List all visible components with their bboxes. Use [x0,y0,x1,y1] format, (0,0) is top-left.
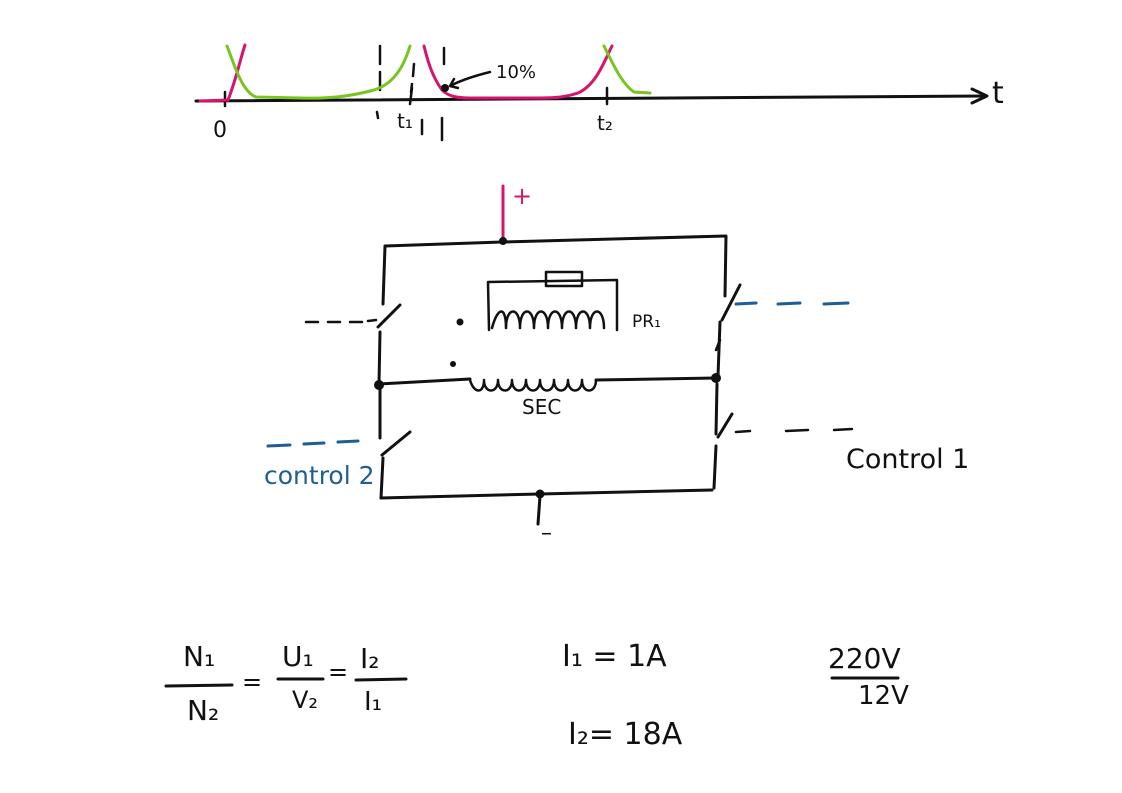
tick-label-t1: t₁ [397,109,413,133]
annotation-point [441,84,449,92]
left-lower-switch[interactable] [380,430,412,457]
positive-label: + [512,182,532,210]
negative-lead [536,494,542,526]
n2-denominator: N₂ [187,694,219,727]
time-axis-label: t [992,76,1004,111]
i1-value: I₁ = 1A [562,639,667,674]
primary-resistor [544,270,584,288]
secondary-dot [450,361,456,367]
right-rail-lower [714,382,719,436]
annotation-arrowhead [448,77,460,90]
right-rail-mark [714,338,722,352]
control-2-label: control 2 [264,461,375,490]
voltage-numerator: 220V [828,642,901,675]
primary-label: PR₁ [632,312,661,332]
time-axis [194,94,987,103]
i2-value: I₂= 18A [568,717,683,752]
right-upper-switch[interactable] [720,283,742,322]
secondary-label: SEC [522,395,561,419]
time-axis-arrowhead [970,87,989,105]
right-lower-switch[interactable] [716,412,734,439]
negative-label: – [541,521,552,546]
dashed-marker-3 [440,46,446,142]
dashed-marker-2 [409,62,424,136]
left-rail-mid [377,330,382,386]
timing-diagram: t 0 t₁ t₂ 10% [194,43,1004,143]
left-upper-switch[interactable] [376,303,402,329]
left-mid-junction [374,380,384,390]
signal-waveform-green [225,44,652,100]
left-rail-upper [381,244,387,306]
mid-rail-right [594,376,718,382]
left-rail-bottom [379,456,385,500]
v2-denominator: V₂ [292,686,318,714]
right-rail-bottom [712,444,718,490]
n1-numerator: N₁ [183,640,215,673]
primary-coil [490,310,606,330]
fraction-bar-n [164,683,234,688]
i1-denominator: I₁ [364,687,382,717]
dashed-marker-1 [375,44,382,120]
control-link-right-lower [734,427,854,434]
tick-label-t2: t₂ [597,111,613,135]
circuit-diagram: + PR₁ SEC [264,182,969,546]
right-mid-junction [711,373,721,383]
tick-label-zero: 0 [213,118,227,143]
u1-numerator: U₁ [282,640,314,673]
primary-leads [486,278,619,332]
voltage-denominator: 12V [858,681,909,711]
top-rail [383,234,728,298]
control-link-right-upper [734,301,850,306]
bottom-junction [535,489,545,499]
right-rail-mid [716,320,722,378]
primary-dot [456,318,464,326]
control-link-left-upper [304,318,378,324]
fraction-bar-i [354,677,408,682]
formulas: N₁ N₂ = U₁ V₂ = I₂ I₁ I₁ = 1A I₂= 18A 22… [164,639,909,752]
secondary-coil [468,378,598,392]
equals-1: = [242,668,262,696]
i2-numerator: I₂ [360,642,379,675]
annotation-arrow [450,70,492,87]
equals-2: = [328,658,348,686]
annotation-label: 10% [496,62,536,83]
mid-rail-left [377,377,472,386]
control-link-left-lower [266,439,360,448]
control-1-label: Control 1 [846,444,969,475]
bottom-rail [379,488,714,500]
